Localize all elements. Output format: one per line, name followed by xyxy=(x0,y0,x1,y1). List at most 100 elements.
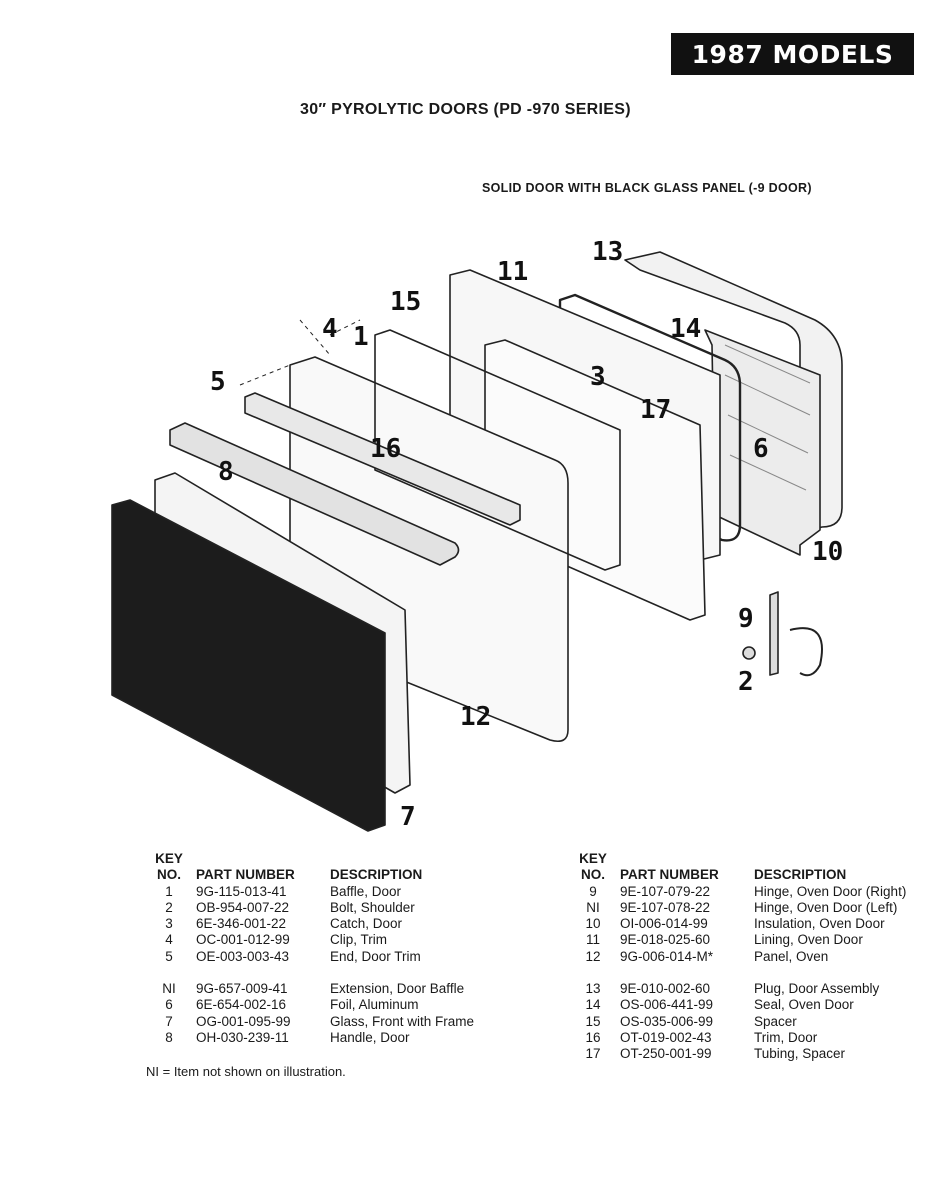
key-no: 10 xyxy=(585,916,601,932)
part-row: 2 OB-954-007-22 Bolt, Shoulder xyxy=(148,900,474,916)
page-subtitle: SOLID DOOR WITH BLACK GLASS PANEL (-9 DO… xyxy=(482,181,812,195)
key-no: 8 xyxy=(165,1029,173,1045)
door-handle xyxy=(169,422,460,566)
part-description: Lining, Oven Door xyxy=(754,932,863,948)
part-row: 17 OT-250-001-99 Tubing, Spacer xyxy=(572,1046,906,1062)
callout-label: 17 xyxy=(640,395,671,425)
part-number: OG-001-095-99 xyxy=(196,1013,291,1029)
part-description: Seal, Oven Door xyxy=(754,997,854,1013)
callout-label: 5 xyxy=(210,367,226,397)
part-row: 6 6E-654-002-16 Foil, Aluminum xyxy=(148,997,474,1013)
part-description: Bolt, Shoulder xyxy=(330,899,415,915)
part-row: 7 OG-001-095-99 Glass, Front with Frame xyxy=(148,1014,474,1030)
part-description: Handle, Door xyxy=(330,1029,410,1045)
part-description: Plug, Door Assembly xyxy=(754,981,880,997)
key-no: 3 xyxy=(165,916,173,932)
part-number: 6E-346-001-22 xyxy=(196,916,287,932)
callout-label: 16 xyxy=(370,434,401,464)
shoulder-bolt xyxy=(742,646,756,660)
description-header: DESCRIPTION xyxy=(330,867,423,883)
part-number-header: PART NUMBER xyxy=(620,867,719,883)
part-description: Catch, Door xyxy=(330,916,403,932)
part-description: Insulation, Oven Door xyxy=(754,916,885,932)
callout-label: 12 xyxy=(460,702,491,732)
key-no: 2 xyxy=(165,899,173,915)
key-no: 11 xyxy=(585,932,600,948)
part-number: 9G-115-013-41 xyxy=(196,883,287,899)
part-number: OC-001-012-99 xyxy=(196,932,290,948)
part-number: OT-250-001-99 xyxy=(620,1046,712,1062)
door-assembly-back xyxy=(624,251,843,534)
key-header: NO. xyxy=(580,867,605,883)
page-title: 30″ PYROLYTIC DOORS (PD -970 SERIES) xyxy=(300,101,631,118)
part-number: 9E-018-025-60 xyxy=(620,932,711,948)
parts-legend-left: KEY NO. PART NUMBER DESCRIPTION 1 9G-115-… xyxy=(148,851,474,1046)
part-number: OI-006-014-99 xyxy=(620,916,708,932)
legend-header: KEY xyxy=(148,851,474,867)
part-number: OT-019-002-43 xyxy=(620,1029,712,1045)
black-glass-panel xyxy=(111,499,386,832)
callout-label: 9 xyxy=(738,604,754,634)
key-no: 17 xyxy=(585,1046,601,1062)
part-number: 6E-654-002-16 xyxy=(196,997,287,1013)
key-no: 13 xyxy=(585,981,601,997)
legend-header: NO. PART NUMBER DESCRIPTION xyxy=(148,867,474,883)
door-baffle xyxy=(374,329,621,571)
part-number: OB-954-007-22 xyxy=(196,899,290,915)
part-row: 16 OT-019-002-43 Trim, Door xyxy=(572,1030,906,1046)
part-row: 11 9E-018-025-60 Lining, Oven Door xyxy=(572,932,906,948)
part-description: Trim, Door xyxy=(754,1029,818,1045)
callout-label: 4 xyxy=(322,314,338,344)
part-description: Hinge, Oven Door (Right) xyxy=(754,883,907,899)
callout-label: 6 xyxy=(753,434,769,464)
part-description: Hinge, Oven Door (Left) xyxy=(754,899,898,915)
key-no: 16 xyxy=(585,1029,601,1045)
part-row: 1 9G-115-013-41 Baffle, Door xyxy=(148,884,474,900)
key-no: NI xyxy=(586,899,600,915)
part-number: 9G-657-009-41 xyxy=(196,981,288,997)
part-number-header: PART NUMBER xyxy=(196,867,295,883)
part-number: OE-003-003-43 xyxy=(196,948,290,964)
callout-label: 2 xyxy=(738,667,754,697)
callout-label: 8 xyxy=(218,457,234,487)
door-trim xyxy=(244,392,521,526)
legend-header: KEY xyxy=(572,851,906,867)
part-description: Panel, Oven xyxy=(754,948,829,964)
key-header: KEY xyxy=(155,851,183,866)
part-number: OH-030-239-11 xyxy=(196,1029,289,1045)
callout-labels: 1 2 3 4 5 6 7 8 9 10 11 12 13 14 15 16 1… xyxy=(210,237,843,832)
part-description: Foil, Aluminum xyxy=(330,997,419,1013)
key-no: 14 xyxy=(585,997,601,1013)
part-description: Baffle, Door xyxy=(330,883,402,899)
callout-label: 13 xyxy=(592,237,623,267)
part-number: 9E-107-079-22 xyxy=(620,883,711,899)
part-row: 10 OI-006-014-99 Insulation, Oven Door xyxy=(572,916,906,932)
part-row: 3 6E-346-001-22 Catch, Door xyxy=(148,916,474,932)
callout-label: 1 xyxy=(353,322,369,352)
key-no: 7 xyxy=(165,1013,173,1029)
key-no: 6 xyxy=(165,997,173,1013)
key-no: 1 xyxy=(165,883,173,899)
key-header: KEY xyxy=(579,851,607,866)
description-header: DESCRIPTION xyxy=(754,867,847,883)
part-description: Extension, Door Baffle xyxy=(330,981,465,997)
oven-door-seal xyxy=(558,293,742,542)
exploded-diagram: 1 2 3 4 5 6 7 8 9 10 11 12 13 14 15 16 1… xyxy=(0,225,927,855)
callout-label: 3 xyxy=(590,362,606,392)
callout-label: 10 xyxy=(812,537,843,567)
hinge xyxy=(769,591,779,676)
part-row: 8 OH-030-239-11 Handle, Door xyxy=(148,1030,474,1046)
part-description: Tubing, Spacer xyxy=(754,1046,846,1062)
key-no: 5 xyxy=(165,948,173,964)
part-description: Glass, Front with Frame xyxy=(330,1013,475,1029)
